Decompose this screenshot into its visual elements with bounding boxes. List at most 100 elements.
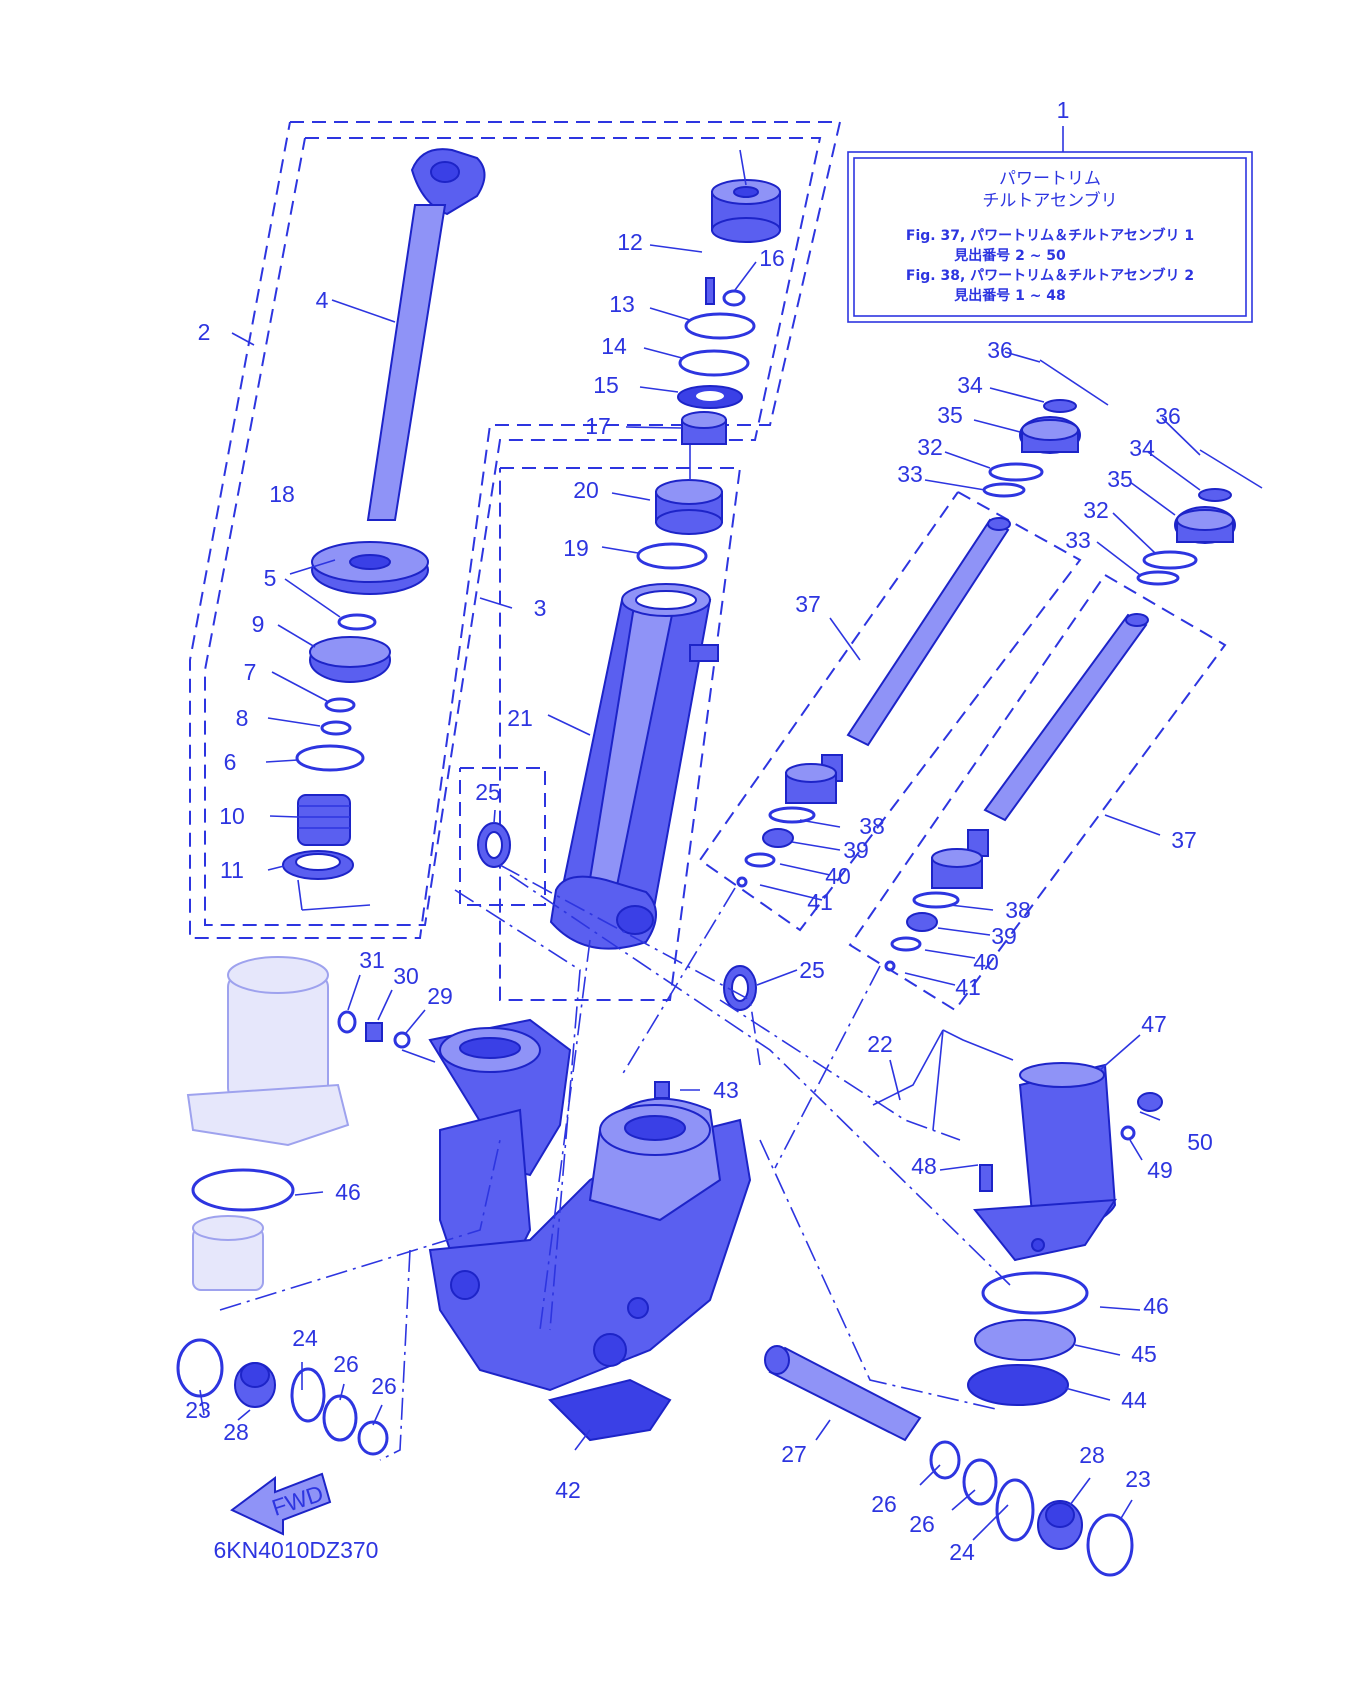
- callout-26-a: 26: [333, 1351, 359, 1377]
- pump-housing-42: [428, 1018, 752, 1442]
- callout-15: 15: [593, 372, 619, 398]
- trim-cylinder-21: [549, 583, 719, 950]
- gasket-45: [974, 1319, 1076, 1361]
- callout-5: 5: [264, 565, 277, 591]
- seals-25: [477, 822, 757, 1011]
- callout-13: 13: [609, 291, 635, 317]
- callout-48: 48: [911, 1153, 937, 1179]
- oring-7: [324, 697, 356, 713]
- callout-19: 19: [563, 535, 589, 561]
- callout-42: 42: [555, 1477, 581, 1503]
- callout-14: 14: [601, 333, 627, 359]
- callout-17: 17: [585, 413, 611, 439]
- callout-41-a: 41: [807, 889, 833, 915]
- callout-4: 4: [316, 287, 329, 313]
- callout-25-top: 25: [475, 779, 501, 805]
- callout-8: 8: [236, 705, 249, 731]
- tilt-rod: [366, 204, 447, 521]
- callout-28-right: 28: [1079, 1442, 1105, 1468]
- washer-5: [337, 613, 377, 631]
- oring-13: [684, 312, 756, 340]
- pin-12: [705, 277, 715, 305]
- legend-fig2-sub: 見出番号 1 ~ 48: [953, 287, 1066, 304]
- oring-8: [320, 720, 352, 736]
- callout-3: 3: [534, 595, 547, 621]
- callout-35-b: 35: [1107, 466, 1133, 492]
- callout-10: 10: [219, 803, 245, 829]
- callout-33-a: 33: [897, 461, 923, 487]
- callout-24-right: 24: [949, 1539, 975, 1565]
- callout-30: 30: [393, 963, 419, 989]
- assembly-lines: [219, 864, 1011, 1461]
- legend-title-line2: チルトアセンブリ: [982, 190, 1117, 211]
- callout-27: 27: [781, 1441, 807, 1467]
- callout-26-c: 26: [871, 1491, 897, 1517]
- callout-41-b: 41: [955, 974, 981, 1000]
- legend-fig1-sub: 見出番号 2 ~ 50: [953, 247, 1066, 264]
- callout-21: 21: [507, 705, 533, 731]
- callout-12: 12: [617, 229, 643, 255]
- callout-7: 7: [244, 659, 257, 685]
- pin-27: [768, 1346, 922, 1442]
- electric-motor: [186, 956, 350, 1291]
- callout-43: 43: [713, 1077, 739, 1103]
- callout-23-left: 23: [185, 1397, 211, 1423]
- callout-20: 20: [573, 477, 599, 503]
- callout-28-left: 28: [223, 1419, 249, 1445]
- callout-24-left: 24: [292, 1325, 318, 1351]
- group-outlines: [189, 121, 1227, 1012]
- callout-34-b: 34: [1129, 435, 1155, 461]
- plate-44: [967, 1364, 1069, 1406]
- callout-18: 18: [269, 481, 295, 507]
- drawing-code: 6KN4010DZ370: [214, 1537, 379, 1563]
- callout-45: 45: [1131, 1341, 1157, 1367]
- callout-50: 50: [1187, 1129, 1213, 1155]
- reservoir-47: [967, 1062, 1163, 1406]
- trim-cylinder-right: [884, 449, 1263, 972]
- oring-6: [295, 744, 365, 772]
- callout-32-a: 32: [917, 434, 943, 460]
- callout-9: 9: [252, 611, 265, 637]
- callout-38-a: 38: [859, 813, 885, 839]
- cylinder-cap-parts: [636, 149, 781, 570]
- oring-19: [636, 542, 708, 570]
- legend-fig2-line: Fig. 38, パワートリム＆チルトアセンブリ 2: [906, 267, 1194, 284]
- oring-46-right: [981, 1271, 1089, 1315]
- callout-38-b: 38: [1005, 897, 1031, 923]
- legend-box: 1 パワートリム チルトアセンブリ Fig. 37, パワートリム＆チルトアセン…: [847, 97, 1253, 323]
- callout-34-a: 34: [957, 372, 983, 398]
- bottom-parts: [176, 1338, 1134, 1577]
- callout-37-b: 37: [1171, 827, 1197, 853]
- oring-14: [678, 349, 750, 377]
- legend-fig1-line: Fig. 37, パワートリム＆チルトアセンブリ 1: [906, 227, 1194, 244]
- callout-39-b: 39: [991, 923, 1017, 949]
- callout-37-a: 37: [795, 591, 821, 617]
- legend-ref-number: 1: [1057, 97, 1070, 123]
- callout-31: 31: [359, 947, 385, 973]
- callout-40-b: 40: [973, 949, 999, 975]
- callout-47: 47: [1141, 1011, 1167, 1037]
- callout-40-a: 40: [825, 863, 851, 889]
- callout-44: 44: [1121, 1387, 1147, 1413]
- fwd-arrow: FWD: [230, 1472, 332, 1536]
- callout-22: 22: [867, 1031, 893, 1057]
- legend-title-line1: パワートリム: [999, 169, 1101, 189]
- callout-46-right: 46: [1143, 1293, 1169, 1319]
- callout-26-d: 26: [909, 1511, 935, 1537]
- pipe-22: [872, 1029, 1014, 1192]
- callout-11: 11: [220, 857, 244, 883]
- callout-6: 6: [224, 749, 237, 775]
- callout-23-right: 23: [1125, 1466, 1151, 1492]
- callout-35-a: 35: [937, 402, 963, 428]
- callout-49: 49: [1147, 1157, 1173, 1183]
- callout-33-b: 33: [1065, 527, 1091, 553]
- trim-cylinder-left: [736, 359, 1109, 888]
- fittings-29-31: [337, 1010, 436, 1063]
- callout-32-b: 32: [1083, 497, 1109, 523]
- callout-25-bottom: 25: [799, 957, 825, 983]
- callout-29: 29: [427, 983, 453, 1009]
- callout-39-a: 39: [843, 837, 869, 863]
- ring-16: [722, 289, 746, 307]
- callout-16: 16: [759, 245, 785, 271]
